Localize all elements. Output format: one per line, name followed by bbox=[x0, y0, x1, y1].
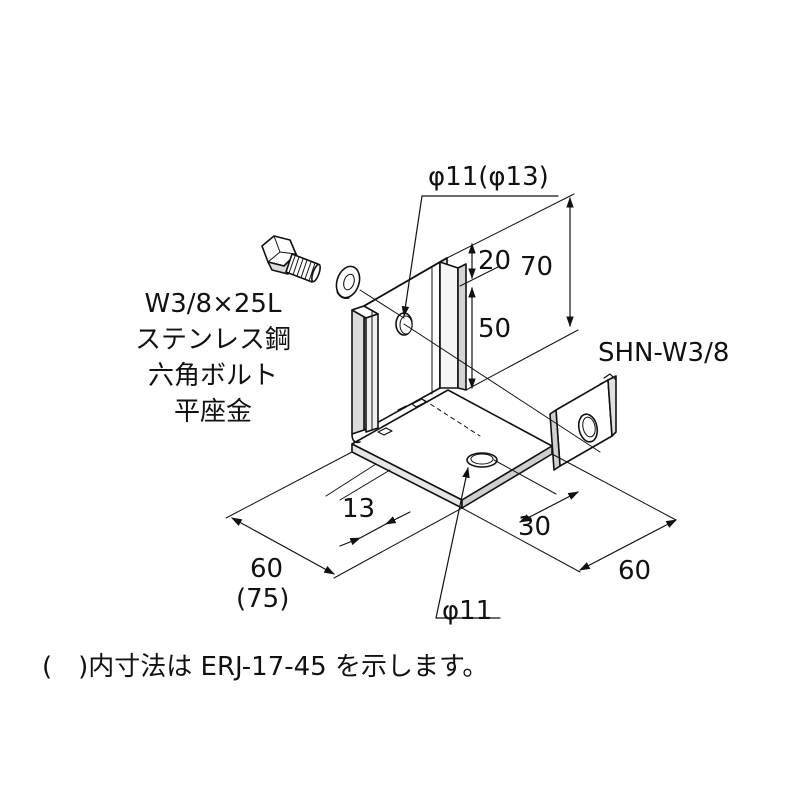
dim-width-front-label: 60 bbox=[250, 554, 284, 584]
assembly-center-lines bbox=[359, 289, 601, 453]
dim-depth-label: 60 bbox=[618, 556, 652, 586]
bolt-spec-label: W3/8×25L ステンレス鋼 六角ボルト 平座金 bbox=[128, 286, 298, 430]
bolt-spec-line-4: 平座金 bbox=[173, 397, 252, 427]
bracket-right-flange bbox=[439, 261, 459, 389]
l-bracket bbox=[351, 257, 553, 509]
dim-height-upper-label: 20 bbox=[478, 246, 512, 276]
extension-lines bbox=[225, 193, 677, 579]
footnote-text: 内寸法は ERJ-17-45 を示します。 bbox=[88, 652, 489, 682]
footnote-paren: ( ) bbox=[42, 652, 89, 682]
bolt-spec-line-3: 六角ボルト bbox=[147, 361, 278, 391]
dim-hole-bottom-label: φ11 bbox=[442, 596, 493, 626]
bolt-spec-line-1: W3/8×25L bbox=[144, 289, 282, 319]
flat-washer bbox=[335, 265, 361, 299]
bracket-left-flange bbox=[351, 305, 365, 435]
dim-height-lower-label: 50 bbox=[478, 314, 512, 344]
dim-offset-front-label: 13 bbox=[342, 494, 376, 524]
leader-lines bbox=[401, 195, 559, 619]
dim-width-front-alt-label: (75) bbox=[236, 584, 290, 614]
shn-washer-plate bbox=[549, 373, 617, 471]
dim-hole-top-label: φ11(φ13) bbox=[428, 162, 549, 192]
washer-part-label: SHN-W3/8 bbox=[598, 338, 730, 368]
dimension-lines bbox=[231, 196, 677, 575]
hex-bolt bbox=[261, 235, 321, 283]
bolt-spec-line-2: ステンレス鋼 bbox=[134, 325, 291, 355]
dim-offset-depth-label: 30 bbox=[518, 512, 552, 542]
dim-height-total-label: 70 bbox=[520, 252, 554, 282]
footnote: ( )内寸法は ERJ-17-45 を示します。 bbox=[42, 646, 488, 683]
